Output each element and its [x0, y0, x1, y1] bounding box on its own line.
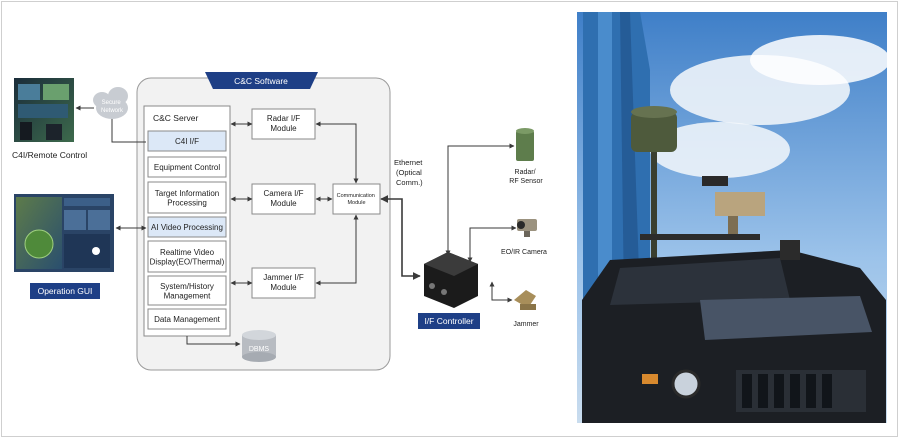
- c4i-remote-label: C4I/Remote Control: [12, 150, 87, 160]
- operation-gui-label-box: [30, 283, 100, 299]
- vehicle-photo: [577, 12, 890, 423]
- eo-ir-camera-label: EO/IR Camera: [501, 249, 547, 256]
- server-module-box: [147, 181, 227, 214]
- server-module-label: AI Video Processing: [151, 223, 223, 232]
- jammer-label: Jammer: [513, 321, 539, 328]
- secure-network-cloud-icon: [93, 87, 128, 119]
- cc-software-tab: [205, 72, 318, 89]
- connection-lines: [75, 105, 517, 347]
- communication-module-box: [332, 183, 381, 215]
- if-module-box: [251, 108, 316, 140]
- server-module-box: [147, 240, 227, 273]
- ethernet-label: Ethernet (Optical Comm.): [394, 158, 424, 187]
- if-controller-icon: [424, 252, 478, 308]
- server-module-box: [147, 130, 227, 152]
- communication-module-label: Communication Module: [337, 193, 377, 206]
- cc-software-title: C&C Software: [234, 76, 288, 86]
- server-module-box: [147, 275, 227, 306]
- radar-sensor-icon: [516, 128, 534, 161]
- cc-server-label: C&C Server: [153, 113, 199, 123]
- dbms-label: DBMS: [249, 346, 270, 353]
- eo-ir-camera-icon: [517, 219, 537, 237]
- if-controller-label: I/F Controller: [424, 316, 473, 326]
- operation-gui-label: Operation GUI: [38, 286, 93, 296]
- server-module-label: C4I I/F: [175, 137, 199, 146]
- secure-network-label: Secure Network: [101, 100, 124, 114]
- server-module-box: [147, 216, 227, 238]
- dbms-cylinder-icon: [242, 330, 276, 362]
- if-module-box: [251, 183, 316, 215]
- radar-sensor-label: Radar/ RF Sensor: [509, 169, 543, 185]
- c4i-remote-control-image: [14, 78, 74, 142]
- server-module-label: Data Management: [154, 315, 221, 324]
- server-module-label: Equipment Control: [154, 163, 220, 172]
- server-module-box: [147, 308, 227, 330]
- if-controller-label-box: [418, 313, 480, 329]
- jammer-icon: [514, 290, 536, 310]
- server-module-box: [147, 156, 227, 178]
- operation-gui-image: [14, 194, 114, 272]
